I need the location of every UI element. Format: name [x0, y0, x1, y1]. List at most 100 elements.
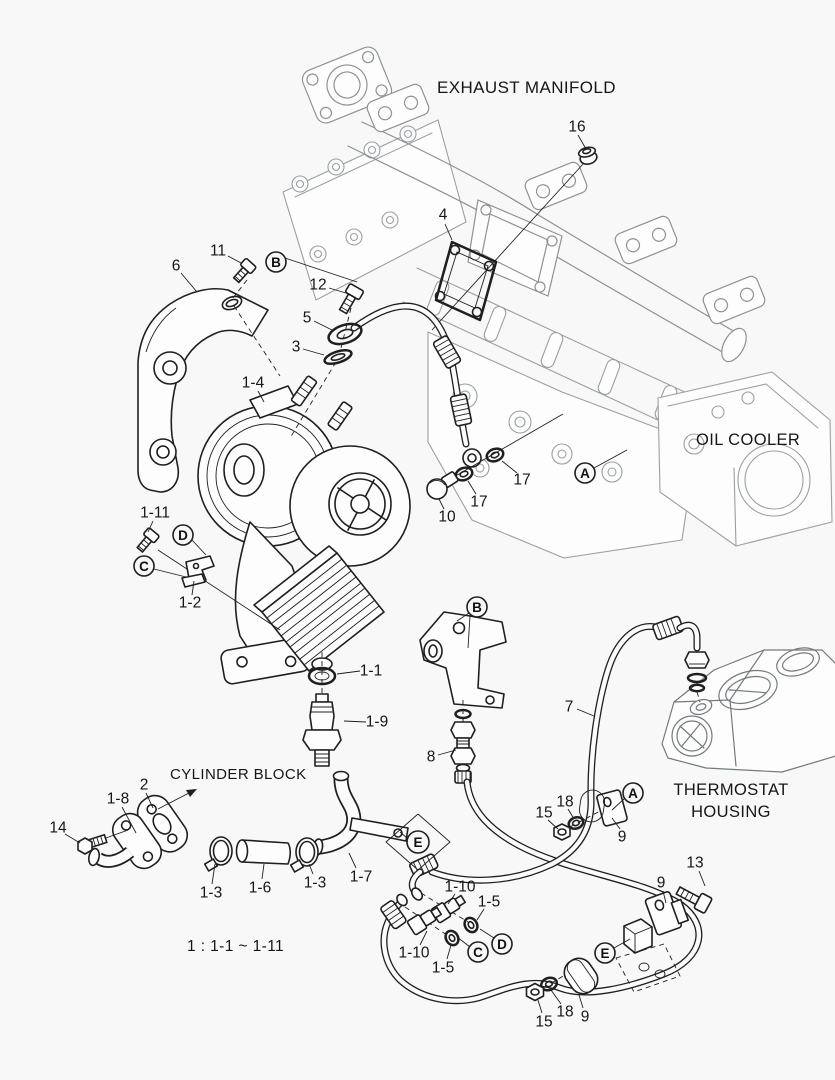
gasket-part-4: [434, 240, 498, 322]
part-callout-18-thermostat: 18: [556, 794, 573, 811]
label-exhaust-manifold: EXHAUST MANIFOLD: [437, 78, 616, 97]
drain-fitting-1-9: [302, 693, 342, 767]
view-marker-circle-D-bottom: [491, 933, 513, 955]
callout-leader-17-lower: [467, 480, 477, 495]
view-marker-C-bottom: C: [473, 945, 483, 960]
mounting-brackets: [525, 789, 713, 1002]
oil-supply-pipe-part-5: [289, 283, 564, 500]
callout-leader-1-7: [348, 852, 357, 869]
callout-leader-9-bottom: [578, 994, 584, 1009]
view-marker-circle-A-cooler: [574, 462, 596, 484]
callout-leader-9-thermostat: [611, 817, 621, 830]
part-callout-14: 14: [49, 820, 67, 837]
drain-flange-1-8: [87, 812, 163, 870]
fitting-1-10-lower: [406, 906, 443, 936]
view-marker-leader-C-left: [153, 568, 187, 578]
part-callout-1-5-lower: 1-5: [432, 960, 454, 977]
view-marker-E-left: E: [413, 835, 422, 850]
part-callout-15-bottom: 15: [535, 1014, 552, 1031]
callout-leader-18-thermostat: [567, 808, 575, 820]
part-callout-17-lower: 17: [470, 494, 487, 511]
callout-leader-9-bracket: [662, 890, 667, 904]
callout-leader-12: [328, 287, 347, 294]
cylinder-block-arrow: [157, 789, 197, 810]
part-callout-1-10-lower: 1-10: [398, 945, 429, 962]
part-callout-1-9: 1-9: [366, 714, 388, 731]
nut-part-16: [431, 146, 598, 331]
view-e-diamond: [385, 813, 451, 871]
callout-leader-16: [577, 134, 587, 150]
view-marker-circle-B-top: [265, 251, 287, 273]
part-callout-17-upper: 17: [513, 472, 530, 489]
oil-cooler-art: [657, 371, 833, 547]
part-callout-1-11: 1-11: [140, 505, 170, 522]
part-callout-1-4: 1-4: [242, 375, 265, 392]
callout-leader-4: [444, 223, 453, 241]
part-callout-4: 4: [439, 207, 448, 224]
callout-leader-1-10-lower: [419, 930, 428, 946]
part-callout-1-3-left: 1-3: [200, 885, 222, 902]
callout-leader-17-upper: [501, 460, 518, 474]
label-thermostat-housing-line2: HOUSING: [691, 803, 771, 821]
part-callout-11: 11: [210, 243, 226, 260]
part-callout-1-3-right: 1-3: [304, 875, 326, 892]
view-marker-D-left: D: [178, 528, 188, 543]
callout-leader-1-11: [147, 520, 154, 533]
part-callout-15-thermostat: 15: [535, 805, 552, 822]
part-callout-9-bracket: 9: [657, 875, 666, 892]
manifold-runner-flanges: [366, 83, 766, 325]
bracket-part-b: [419, 611, 507, 784]
view-marker-leader-A-clamp: [611, 798, 625, 811]
part-callout-5: 5: [303, 310, 312, 327]
callout-leader-11: [232, 279, 248, 299]
callout-leader-13: [698, 870, 706, 887]
view-marker-C-left: C: [139, 559, 149, 574]
banjo-bolt-12: [338, 283, 364, 315]
callout-leader-2: [145, 792, 154, 809]
part-callout-3: 3: [292, 339, 301, 356]
callout-leader-1-3-right: [308, 863, 314, 875]
callout-leader-1-8: [121, 806, 137, 834]
callout-leader-1-4: [257, 390, 265, 403]
fasteners-left: [136, 257, 281, 631]
bolt-11: [232, 257, 257, 284]
callout-leader-11: [227, 255, 242, 264]
callout-leader-1-10-upper: [447, 893, 456, 905]
fitting-part-8: [450, 747, 476, 784]
bolt-14: [77, 829, 129, 855]
callout-leader-1-5-lower: [446, 944, 452, 960]
view-marker-circle-C-left: [133, 555, 155, 577]
view-marker-circle-B-bracket: [466, 596, 488, 618]
callout-leader-1-9: [343, 720, 367, 723]
view-marker-A-cooler: A: [580, 466, 590, 481]
callout-leader-1-2: [191, 580, 195, 596]
thermostat-fitting-stack: [684, 651, 710, 703]
part-callout-1-7: 1-7: [350, 869, 372, 886]
label-cylinder-block: CYLINDER BLOCK: [170, 766, 306, 783]
view-marker-leader-D-left: [191, 539, 207, 556]
callout-leader-7: [576, 708, 595, 717]
label-thermostat-housing-line1: THERMOSTAT: [673, 781, 788, 799]
part-callout-9-thermostat: 9: [618, 829, 627, 846]
part-callout-16: 16: [568, 119, 585, 136]
view-marker-leader-D-bottom: [479, 928, 495, 939]
view-marker-B-top: B: [271, 255, 281, 270]
clamp-part-1-2: [181, 555, 215, 588]
part-callout-1-2: 1-2: [179, 595, 201, 612]
callout-leader-15-bottom: [537, 999, 543, 1014]
view-marker-circle-E-bottom: [594, 942, 616, 964]
view-marker-E-bottom: E: [600, 946, 609, 961]
callout-leader-1-6: [261, 863, 265, 880]
label-range-note: 1 : 1-1 ~ 1-11: [187, 938, 284, 955]
part-callout-1-5-upper: 1-5: [478, 894, 500, 911]
callout-leader-1-1: [336, 670, 361, 675]
view-marker-leader-E-bottom: [613, 938, 631, 949]
part-callout-6: 6: [172, 258, 181, 275]
view-marker-leader-B-bracket: [456, 612, 470, 622]
callout-leader-11: [233, 305, 281, 377]
view-marker-A-clamp: A: [628, 786, 638, 801]
callout-layer: 16411612531-41717101-111-21-11-97821-814…: [49, 78, 799, 1031]
part-callout-13: 13: [686, 855, 703, 872]
